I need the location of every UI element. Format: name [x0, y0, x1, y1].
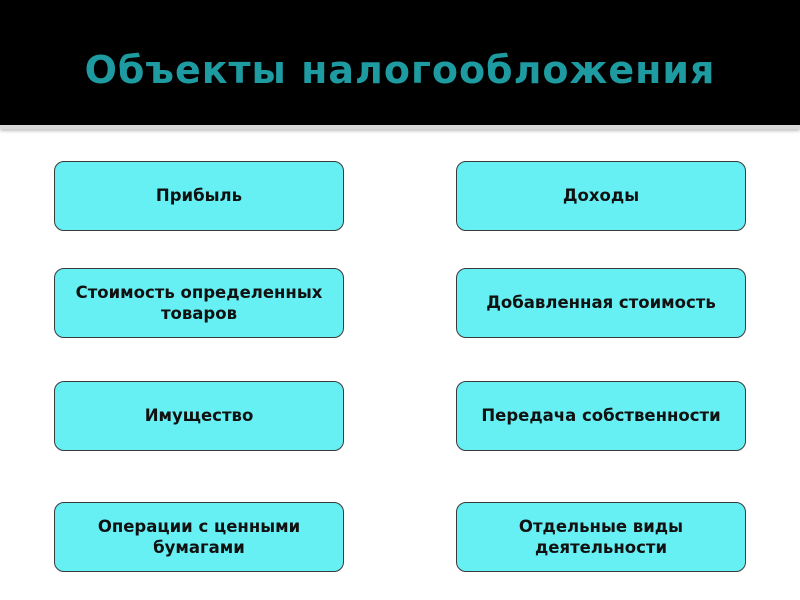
- tax-object-box-activities: Отдельные виды деятельности: [456, 502, 746, 572]
- tax-object-box-property: Имущество: [54, 381, 344, 451]
- tax-object-label: Прибыль: [155, 186, 243, 206]
- tax-object-box-ownership-transfer: Передача собственности: [456, 381, 746, 451]
- tax-object-box-profit: Прибыль: [54, 161, 344, 231]
- tax-object-label: Стоимость определенных товаров: [75, 282, 323, 323]
- title-divider: [0, 125, 800, 129]
- tax-object-box-securities: Операции с ценными бумагами: [54, 502, 344, 572]
- tax-object-box-goods-value: Стоимость определенных товаров: [54, 268, 344, 338]
- title-bar: Объекты налогообложения: [0, 0, 800, 125]
- tax-object-box-added-value: Добавленная стоимость: [456, 268, 746, 338]
- tax-object-label: Имущество: [144, 406, 254, 426]
- tax-object-label: Отдельные виды деятельности: [518, 516, 684, 557]
- tax-object-label: Доходы: [562, 186, 640, 206]
- tax-object-label: Передача собственности: [481, 406, 721, 426]
- tax-object-box-income: Доходы: [456, 161, 746, 231]
- tax-object-label: Операции с ценными бумагами: [97, 516, 301, 557]
- slide-title: Объекты налогообложения: [84, 48, 716, 92]
- tax-object-label: Добавленная стоимость: [486, 293, 716, 313]
